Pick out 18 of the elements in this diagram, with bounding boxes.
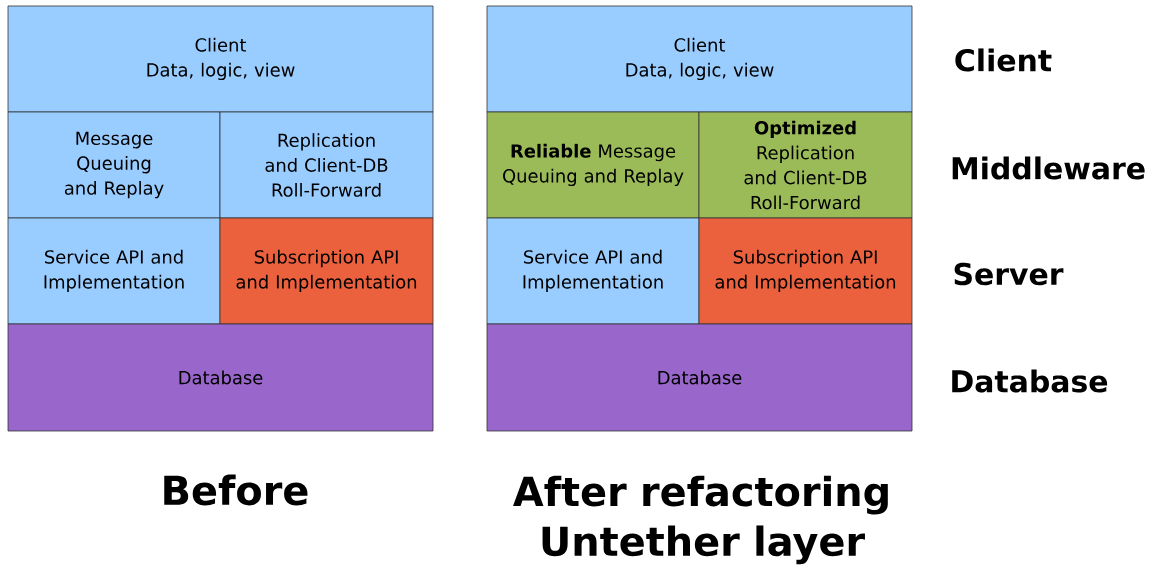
- layer-box: Client Data, logic, view: [7, 5, 434, 113]
- layer-label: Database: [952, 369, 1108, 393]
- layer-label: Client: [955, 48, 1052, 72]
- layer-box: Service API and Implementation: [486, 217, 700, 325]
- layer-box: Optimized Replication and Client-DB Roll-Forward: [698, 111, 913, 219]
- layer-box: Database: [486, 323, 913, 432]
- layer-box: Replication and Client-DB Roll-Forward: [219, 111, 434, 219]
- layer-box: Database: [7, 323, 434, 432]
- layer-box: Subscription API and Implementation: [698, 217, 913, 325]
- layer-box: Message Queuing and Replay: [7, 111, 221, 219]
- diagram-caption: Before: [164, 474, 308, 506]
- layer-label: Middleware: [952, 156, 1145, 180]
- layer-box: Subscription API and Implementation: [219, 217, 434, 325]
- layer-box: Service API and Implementation: [7, 217, 221, 325]
- layer-label: Server: [954, 262, 1064, 286]
- diagram-caption: After refactoring Untether layer: [513, 475, 888, 565]
- layer-box: Client Data, logic, view: [486, 5, 913, 113]
- layer-box: Reliable Message Queuing and Replay: [486, 111, 700, 219]
